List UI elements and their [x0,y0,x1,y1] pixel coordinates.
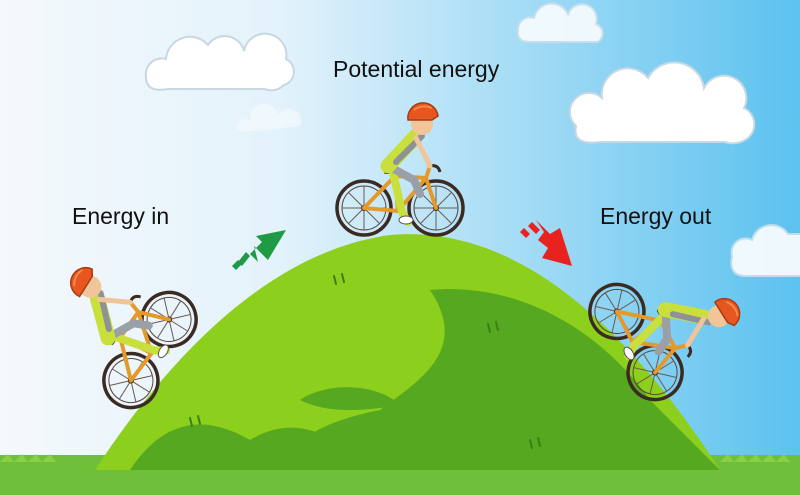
arrow-down-right-icon [520,220,572,266]
potential-energy-label: Potential energy [333,56,500,82]
cloud-icon [236,103,302,132]
cloud-icon [516,2,604,43]
energy-out-label: Energy out [600,203,712,229]
cloud-icon [144,32,295,92]
grass-tufts [0,454,790,462]
cloud-icon [568,61,756,145]
hill [95,234,720,470]
cloud-icon [730,224,800,277]
arrow-up-right-icon [232,230,286,270]
energy-in-label: Energy in [72,203,170,229]
